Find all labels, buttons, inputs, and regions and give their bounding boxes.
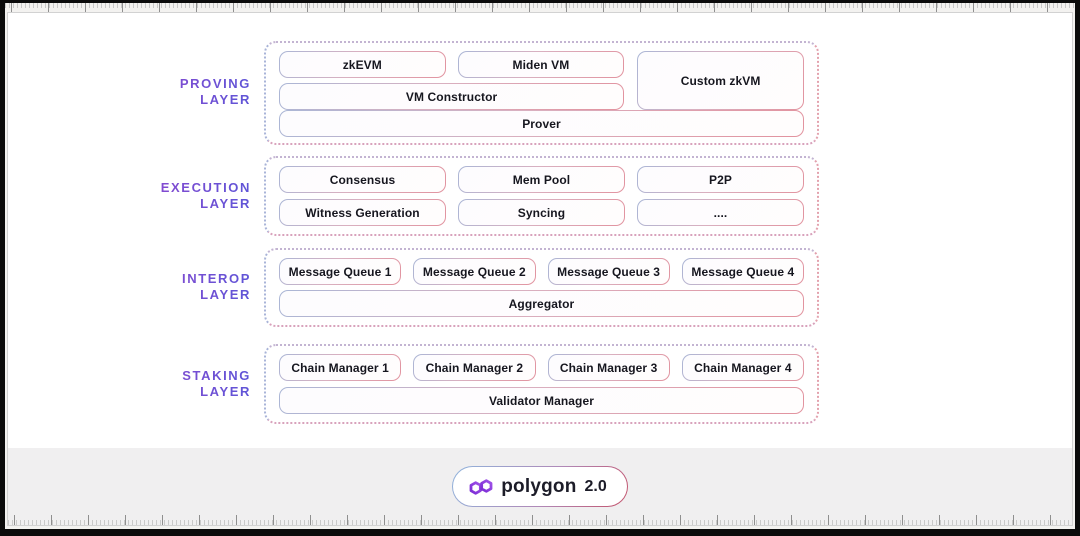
box-custom-zkvm: Custom zkVM [637, 51, 804, 110]
proving-top-grid: zkEVM Miden VM VM Constructor Custom zkV… [279, 51, 804, 110]
proving-row-2: VM Constructor [279, 83, 624, 110]
box-syncing: Syncing [458, 199, 625, 226]
proving-layer-label: PROVING LAYER [48, 76, 251, 108]
interop-layer-container: Message Queue 1 Message Queue 2 Message … [264, 248, 819, 327]
box-more: .... [637, 199, 804, 226]
box-message-queue-1: Message Queue 1 [279, 258, 401, 285]
box-message-queue-2: Message Queue 2 [413, 258, 535, 285]
label-line: STAKING [182, 368, 251, 383]
interop-layer-label: INTEROP LAYER [48, 271, 251, 303]
proving-layer-container: zkEVM Miden VM VM Constructor Custom zkV… [264, 41, 819, 145]
box-p2p: P2P [637, 166, 804, 193]
interop-row-2: Aggregator [279, 290, 804, 317]
box-validator-manager: Validator Manager [279, 387, 804, 414]
canvas: PROVING LAYER zkEVM Miden VM VM Construc… [5, 3, 1075, 529]
box-zkevm: zkEVM [279, 51, 446, 78]
box-chain-manager-2: Chain Manager 2 [413, 354, 535, 381]
bottom-ruler [8, 514, 1072, 525]
staking-layer-label: STAKING LAYER [48, 368, 251, 400]
box-prover: Prover [279, 110, 804, 137]
label-line: PROVING [179, 76, 251, 91]
diagram-card: PROVING LAYER zkEVM Miden VM VM Construc… [7, 12, 1073, 526]
execution-row-2: Witness Generation Syncing .... [279, 199, 804, 226]
staking-row-2: Validator Manager [279, 387, 804, 414]
proving-left-column: zkEVM Miden VM VM Constructor [279, 51, 624, 110]
label-line: LAYER [200, 196, 251, 211]
label-line: LAYER [200, 287, 251, 302]
box-aggregator: Aggregator [279, 290, 804, 317]
execution-layer-label: EXECUTION LAYER [48, 180, 251, 212]
brand-text: polygon [501, 475, 577, 497]
label-line: LAYER [200, 92, 251, 107]
box-vm-constructor: VM Constructor [279, 83, 624, 110]
staking-layer-container: Chain Manager 1 Chain Manager 2 Chain Ma… [264, 344, 819, 424]
execution-layer-container: Consensus Mem Pool P2P Witness Generatio… [264, 156, 819, 236]
box-miden-vm: Miden VM [458, 51, 625, 78]
box-message-queue-4: Message Queue 4 [682, 258, 804, 285]
label-line: EXECUTION [160, 180, 251, 195]
footer-band: polygon 2.0 [8, 448, 1072, 525]
box-consensus: Consensus [279, 166, 446, 193]
interop-row-1: Message Queue 1 Message Queue 2 Message … [279, 258, 804, 285]
box-chain-manager-3: Chain Manager 3 [548, 354, 670, 381]
top-ruler [5, 3, 1075, 14]
proving-right-column: Custom zkVM [637, 51, 804, 110]
box-mem-pool: Mem Pool [458, 166, 625, 193]
polygon-badge: polygon 2.0 [452, 466, 628, 507]
box-message-queue-3: Message Queue 3 [548, 258, 670, 285]
version-text: 2.0 [584, 477, 607, 495]
proving-row-1: zkEVM Miden VM [279, 51, 624, 78]
label-line: LAYER [200, 384, 251, 399]
execution-row-1: Consensus Mem Pool P2P [279, 166, 804, 193]
box-chain-manager-1: Chain Manager 1 [279, 354, 401, 381]
proving-row-3: Prover [279, 110, 804, 137]
box-chain-manager-4: Chain Manager 4 [682, 354, 804, 381]
polygon-logo-icon [469, 476, 493, 498]
box-witness-generation: Witness Generation [279, 199, 446, 226]
staking-row-1: Chain Manager 1 Chain Manager 2 Chain Ma… [279, 354, 804, 381]
label-line: INTEROP [182, 271, 251, 286]
